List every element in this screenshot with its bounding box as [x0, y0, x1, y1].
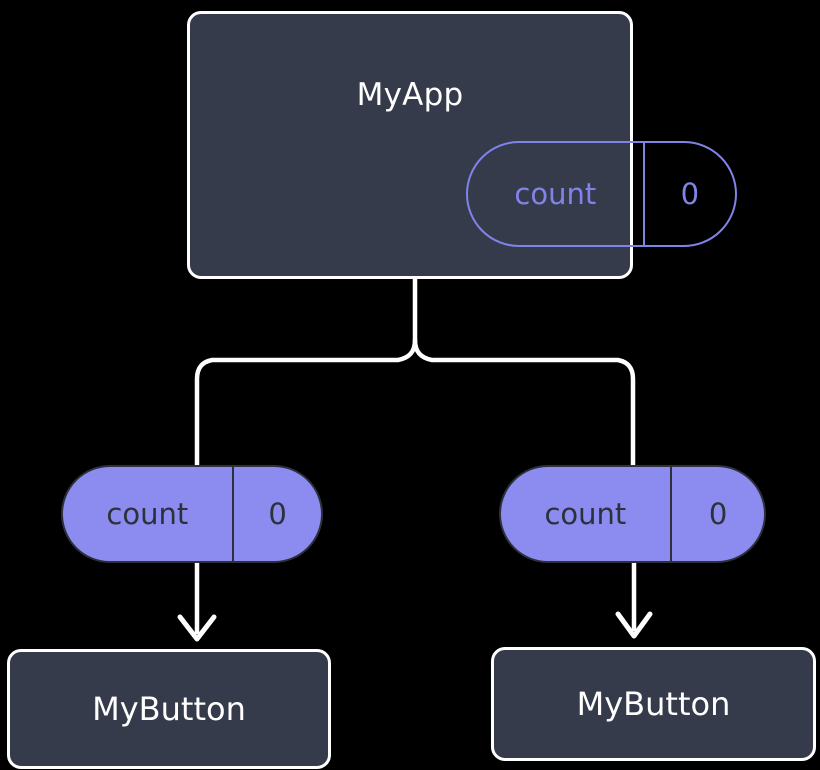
state-pill-value: 0	[708, 496, 728, 531]
state-pill-divider	[231, 467, 235, 561]
state-pill-divider	[669, 467, 673, 561]
arrow-head-left-icon	[177, 614, 217, 642]
node-mybutton-left-title: MyButton	[92, 690, 246, 728]
node-myapp[interactable]: MyApp count 0	[187, 11, 737, 279]
state-pill-child-left-count[interactable]: count 0	[61, 465, 323, 563]
state-pill-myapp-count[interactable]: count 0	[466, 141, 737, 247]
node-mybutton-left[interactable]: MyButton	[7, 649, 331, 769]
state-pill-divider	[642, 143, 645, 245]
arrow-head-right-icon	[615, 611, 653, 639]
state-pill-label: count	[106, 496, 189, 531]
node-mybutton-right[interactable]: MyButton	[491, 647, 816, 761]
node-myapp-title: MyApp	[356, 77, 464, 113]
state-pill-value: 0	[268, 496, 287, 531]
state-pill-label: count	[514, 176, 597, 211]
edge-fork-root-to-children	[412, 276, 636, 473]
state-pill-value: 0	[680, 176, 700, 211]
state-pill-label: count	[544, 496, 627, 531]
edge-fork-root-to-child-left	[194, 337, 418, 473]
node-mybutton-right-title: MyButton	[576, 685, 731, 723]
state-pill-child-right-count[interactable]: count 0	[499, 465, 766, 563]
